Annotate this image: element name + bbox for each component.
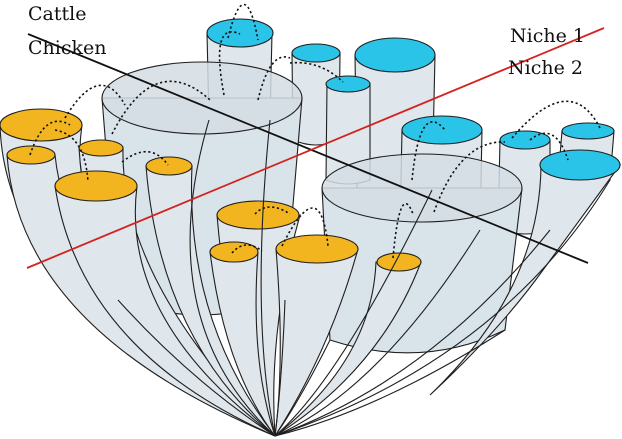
arc-11 bbox=[254, 206, 291, 215]
arc-9 bbox=[121, 150, 169, 166]
big-cylinder-right-top bbox=[321, 153, 523, 223]
transmission-arcs bbox=[29, 3, 601, 259]
arc-5 bbox=[111, 80, 211, 135]
arc-2 bbox=[218, 31, 241, 96]
branch-lines bbox=[117, 119, 611, 437]
chicken-top-6 bbox=[216, 200, 300, 230]
label-chicken: Chicken bbox=[28, 37, 107, 59]
labels: Cattle Chicken Niche 1 Niche 2 bbox=[28, 3, 585, 79]
arc-13 bbox=[392, 202, 414, 259]
cattle-top-2 bbox=[291, 43, 341, 63]
arc-8 bbox=[54, 129, 89, 183]
cattle-top-3 bbox=[354, 37, 436, 73]
cattle-top-5 bbox=[401, 115, 483, 145]
black-divider-line bbox=[27, 33, 589, 264]
big-cylinder-left-top bbox=[101, 61, 303, 135]
arc-16 bbox=[511, 100, 601, 139]
arc-10 bbox=[231, 244, 263, 254]
arc-1 bbox=[227, 3, 259, 41]
arc-15 bbox=[433, 141, 506, 213]
cattle-top-6 bbox=[499, 130, 551, 150]
arc-14 bbox=[411, 121, 446, 181]
red-divider-line bbox=[26, 27, 605, 269]
chicken-top-5 bbox=[54, 170, 138, 202]
label-niche-2: Niche 2 bbox=[508, 57, 583, 79]
label-cattle: Cattle bbox=[28, 3, 86, 25]
niche-dividers bbox=[26, 27, 605, 269]
arc-3 bbox=[289, 61, 344, 83]
label-niche-1: Niche 1 bbox=[510, 25, 585, 47]
chicken-top-1 bbox=[0, 108, 83, 142]
arc-7 bbox=[29, 120, 71, 156]
cattle-top-7 bbox=[561, 122, 615, 140]
chicken-top-9 bbox=[376, 252, 422, 272]
chicken-top-3 bbox=[78, 139, 124, 157]
chicken-top-4 bbox=[145, 156, 193, 176]
arc-12 bbox=[281, 207, 329, 247]
left-chicken-tubes bbox=[0, 108, 276, 437]
cattle-top-8 bbox=[539, 149, 621, 181]
cattle-top-4 bbox=[325, 75, 371, 93]
chicken-top-8 bbox=[275, 234, 359, 264]
cattle-top-1 bbox=[206, 18, 274, 48]
chicken-top-2 bbox=[6, 145, 56, 165]
arc-6 bbox=[64, 84, 126, 119]
